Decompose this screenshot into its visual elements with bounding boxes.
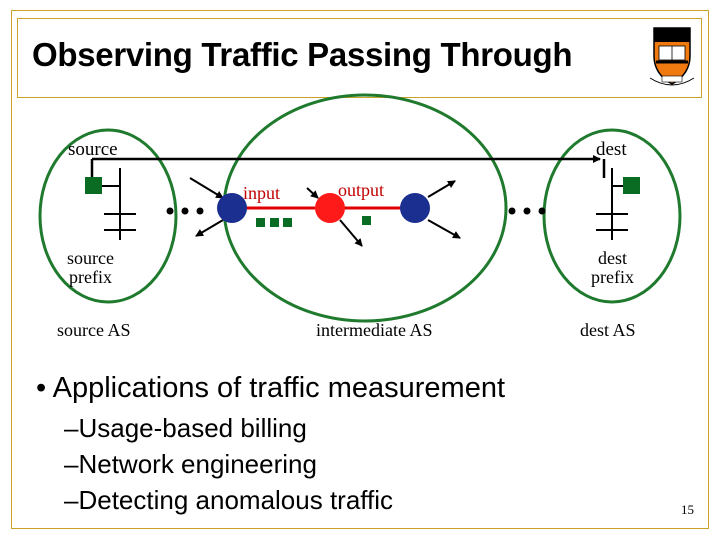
sub-bullet-text: Network engineering bbox=[78, 449, 317, 479]
dest-as-circle bbox=[542, 128, 682, 304]
title-box bbox=[17, 18, 702, 98]
ingress-router-icon bbox=[217, 193, 247, 223]
measured-router-icon bbox=[315, 193, 345, 223]
intermediate-as-label: intermediate AS bbox=[316, 320, 433, 340]
egress-router-icon bbox=[400, 193, 430, 223]
packet-icon bbox=[283, 218, 292, 227]
dest-host-icon bbox=[623, 177, 640, 194]
source-as-circle bbox=[38, 128, 178, 304]
dest-prefix-label: dest prefix bbox=[591, 249, 634, 287]
ellipsis-right bbox=[508, 207, 546, 215]
source-as-label: source AS bbox=[57, 320, 131, 340]
dest-label: dest bbox=[596, 139, 627, 160]
sub-bullet: –Detecting anomalous traffic bbox=[64, 485, 394, 515]
packet-icon bbox=[362, 216, 371, 225]
source-prefix-line1: source bbox=[67, 248, 114, 268]
princeton-shield-icon bbox=[649, 27, 695, 86]
output-label: output bbox=[338, 180, 385, 200]
dest-prefix-line1: dest bbox=[597, 248, 627, 268]
dest-prefix-line2: prefix bbox=[591, 267, 634, 287]
source-label: source bbox=[68, 139, 118, 160]
sub-bullet: –Network engineering bbox=[64, 449, 317, 479]
sub-bullet-text: Detecting anomalous traffic bbox=[78, 485, 394, 515]
page-number: 15 bbox=[681, 502, 694, 517]
packet-icon bbox=[256, 218, 265, 227]
slide-title: Observing Traffic Passing Through bbox=[32, 36, 573, 73]
dest-as-label: dest AS bbox=[580, 320, 636, 340]
source-host-icon bbox=[85, 177, 102, 194]
slide-frame bbox=[11, 10, 709, 529]
bullet-main-text: Applications of traffic measurement bbox=[52, 372, 506, 404]
ellipsis-left bbox=[166, 207, 204, 215]
input-label: input bbox=[243, 183, 281, 203]
source-prefix-label: source prefix bbox=[67, 249, 114, 287]
packet-icon bbox=[270, 218, 279, 227]
sub-bullet-text: Usage-based billing bbox=[78, 413, 307, 443]
sub-bullet: –Usage-based billing bbox=[64, 413, 307, 443]
bullet-list: • Applications of traffic measurement –U… bbox=[36, 372, 505, 519]
source-prefix-line2: prefix bbox=[69, 267, 112, 287]
bullet-main: • Applications of traffic measurement bbox=[36, 372, 506, 404]
